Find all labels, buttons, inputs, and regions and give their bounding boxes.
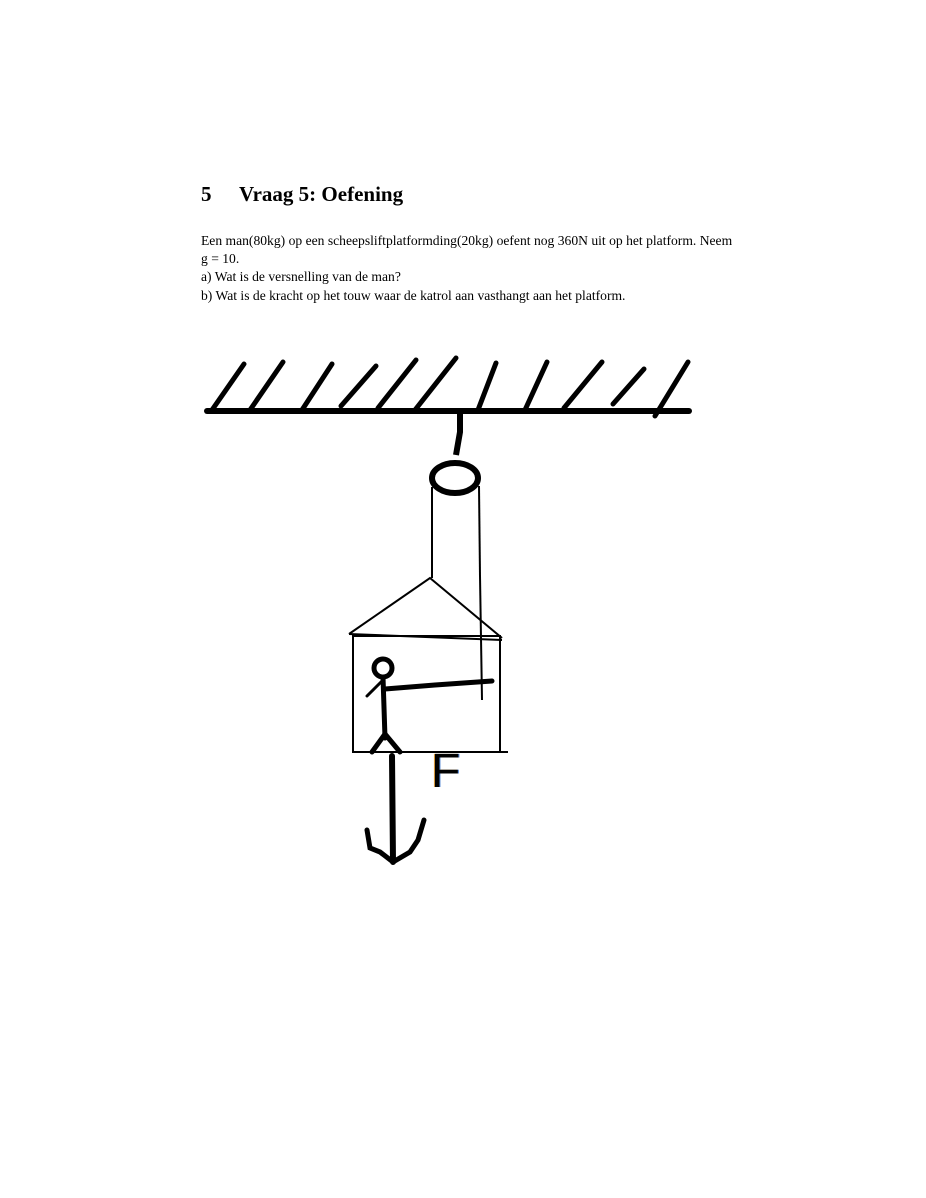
problem-statement: Een man(80kg) op een scheepsliftplatform…: [201, 232, 741, 305]
problem-intro: Een man(80kg) op een scheepsliftplatform…: [201, 233, 733, 267]
platform: [348, 576, 508, 753]
force-arrowhead: [364, 817, 427, 866]
section-title: Vraag 5: Oefening: [239, 182, 404, 206]
ceiling: [204, 355, 692, 419]
ceiling-hatching: [209, 355, 691, 419]
man-head: [371, 656, 395, 680]
question-b: b) Wat is de kracht op het touw waar de …: [201, 287, 626, 303]
man-back-arm: [365, 678, 385, 698]
man: [365, 656, 495, 755]
pulley: [429, 413, 481, 496]
platform-suspension: [348, 576, 503, 639]
section-heading: 5 Vraag 5: Oefening: [201, 182, 403, 207]
man-body: [380, 674, 388, 741]
man-legs: [369, 729, 403, 755]
platform-box: [352, 635, 501, 753]
pulley-wheel: [429, 460, 481, 496]
rope: [431, 485, 483, 701]
pulley-hanger: [453, 413, 463, 456]
force-arrow: [364, 753, 427, 866]
force-label: F: [431, 745, 461, 798]
man-arm: [382, 678, 495, 692]
question-a: a) Wat is de versnelling van de man?: [201, 269, 401, 285]
section-number: 5: [201, 182, 212, 206]
